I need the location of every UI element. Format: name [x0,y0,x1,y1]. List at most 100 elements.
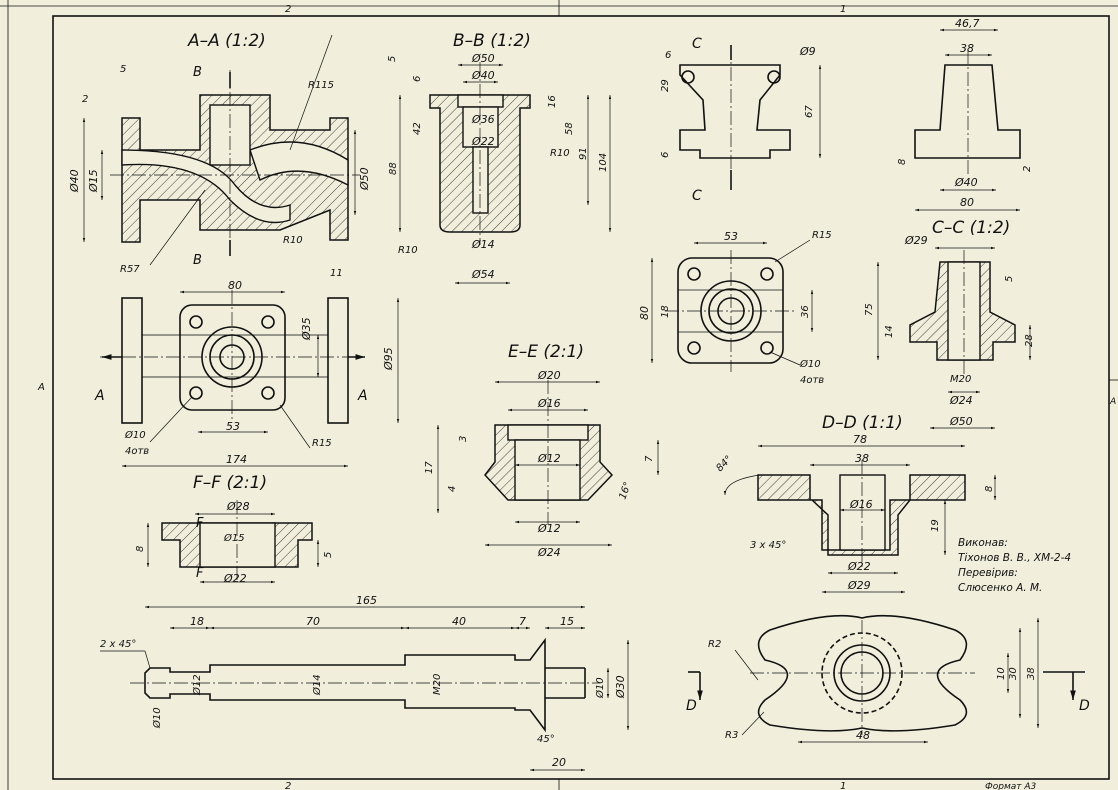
dim-plan-d10: Ø10 [124,429,146,441]
dim-ee-16deg: 16° [617,481,633,501]
dim-bb-d54: Ø54 [471,268,495,281]
view-side: 46,7 38 8 2 Ø40 80 [897,17,1033,212]
dim-dd-78: 78 [853,433,867,446]
dim-ff-d28: Ø28 [226,500,250,513]
dim-flanged-48: 48 [856,729,870,742]
dim-plan-174: 174 [226,453,247,466]
dim-cc-d29: Ø29 [904,234,928,247]
dim-flange-d10: Ø10 [799,358,821,370]
dim-shaft-165: 165 [356,594,377,607]
title-aa: A–A (1:2) [187,31,266,51]
dim-aa-d50: Ø50 [358,167,371,191]
dim-shaft-45deg: 45° [537,734,555,745]
dim-side-8: 8 [897,159,908,165]
mark-plan-a2: A [357,388,368,404]
dim-aa-5: 5 [120,64,126,75]
dim-bb-d22: Ø22 [471,135,495,148]
dim-flange-53: 53 [724,230,738,243]
view-plan: A A 80 Ø35 11 Ø95 53 174 R15 Ø10 4отв [94,268,400,468]
dim-dd-8: 8 [984,486,995,492]
dim-shaft-d10-right: Ø10 [594,677,606,699]
dim-cc-m20: M20 [950,374,971,385]
mark-aa-b2: B [193,253,202,268]
dim-cctop-67: 67 [804,105,815,118]
dim-shaft-18: 18 [190,615,204,628]
dim-flange-r15: R15 [812,230,832,241]
dim-aa-2: 2 [82,94,88,105]
section-cc: C–C (1:2) Ø29 5 75 14 28 M20 Ø24 Ø50 [864,218,1035,430]
dim-ff-d15: Ø15 [223,532,245,544]
dim-plan-d95: Ø95 [382,347,395,371]
dim-bb-d36: Ø36 [471,113,495,126]
body-dd [757,474,966,556]
dim-cc-28: 28 [1024,334,1035,347]
dim-ee-d16: Ø16 [537,397,561,410]
dim-ff-8: 8 [135,546,146,552]
dim-bb-42: 42 [412,122,423,135]
dim-bb-r10-right: R10 [550,148,570,159]
title-cc: C–C (1:2) [932,218,1010,238]
mark-ff-1: F [196,516,204,531]
mark-plan-a1: A [94,388,105,404]
dim-aa-d15: Ø15 [87,169,100,193]
view-top-cc: C C 6 29 6 Ø9 67 [660,36,822,204]
title-bb: B–B (1:2) [453,31,531,51]
view-flange: 53 R15 80 18 36 Ø10 4отв [638,230,832,386]
zone-label-bottom-1: 1 [840,781,846,790]
dim-ee-7: 7 [644,455,655,462]
dim-cctop-d9: Ø9 [799,45,816,58]
dim-flange-36: 36 [800,305,811,318]
dim-aa-r57: R57 [120,264,140,275]
dim-cctop-29: 29 [660,79,671,92]
dim-plan-d35: Ø35 [300,317,313,341]
dim-dd-chamfer: 3 x 45° [750,540,786,551]
dim-cc-d50: Ø50 [949,415,973,428]
dim-ee-d20: Ø20 [537,369,561,382]
dim-ee-17: 17 [424,461,435,474]
dim-dd-d29: Ø29 [847,579,871,592]
mark-flange-d2: D [1079,698,1090,714]
dim-ff-d22: Ø22 [223,572,247,585]
dim-bb-88: 88 [388,162,399,175]
outline-side-view [914,64,1021,159]
dim-bb-d40: Ø40 [471,69,495,82]
mark-cc-top-1: C [692,36,702,52]
dim-shaft-d12: Ø12 [191,674,203,696]
mark-aa-b1: B [193,65,202,80]
dim-shaft-40: 40 [452,615,466,628]
dim-plan-r15: R15 [312,438,332,449]
dim-plan-53: 53 [226,420,240,433]
view-shaft: 165 18 70 40 7 15 2 x 45° Ø12 Ø14 M20 Ø1… [100,594,630,772]
dim-flange-18: 18 [660,305,671,318]
dim-shaft-15: 15 [560,615,574,628]
title-ee: E–E (2:1) [508,342,584,362]
dim-shaft-d10-left: Ø10 [151,707,163,729]
dim-ee-3: 3 [458,436,469,442]
section-bb: B–B (1:2) Ø50 Ø40 Ø36 Ø22 Ø14 Ø54 5 6 42… [387,31,612,285]
dim-side-38: 38 [960,42,974,55]
dim-dd-d22: Ø22 [847,560,871,573]
dim-bb-58: 58 [564,122,575,135]
dim-bb-5: 5 [387,56,398,62]
dim-bb-104: 104 [598,153,609,172]
outline-shaft [144,637,546,733]
zone-label-side-right: A [1109,397,1116,407]
dim-plan-4otv: 4отв [125,446,149,457]
dim-bb-91: 91 [578,147,589,160]
dim-dd-84deg: 84° [714,454,734,474]
dim-dd-38: 38 [855,452,869,465]
dim-shaft-d30: Ø30 [614,675,627,699]
dim-cc-14: 14 [884,325,895,338]
dim-cc-d24: Ø24 [949,394,973,407]
mark-ff-2: F [196,566,204,581]
dim-cctop-6a: 6 [665,50,671,61]
dim-shaft-d14: Ø14 [311,674,323,696]
dim-dd-d16: Ø16 [849,498,873,511]
dim-side-2: 2 [1022,166,1033,172]
dim-dd-19: 19 [930,519,941,532]
checked-label: Перевірив: [958,567,1018,579]
dim-bb-6: 6 [412,76,423,82]
dim-ee-4: 4 [447,486,458,492]
